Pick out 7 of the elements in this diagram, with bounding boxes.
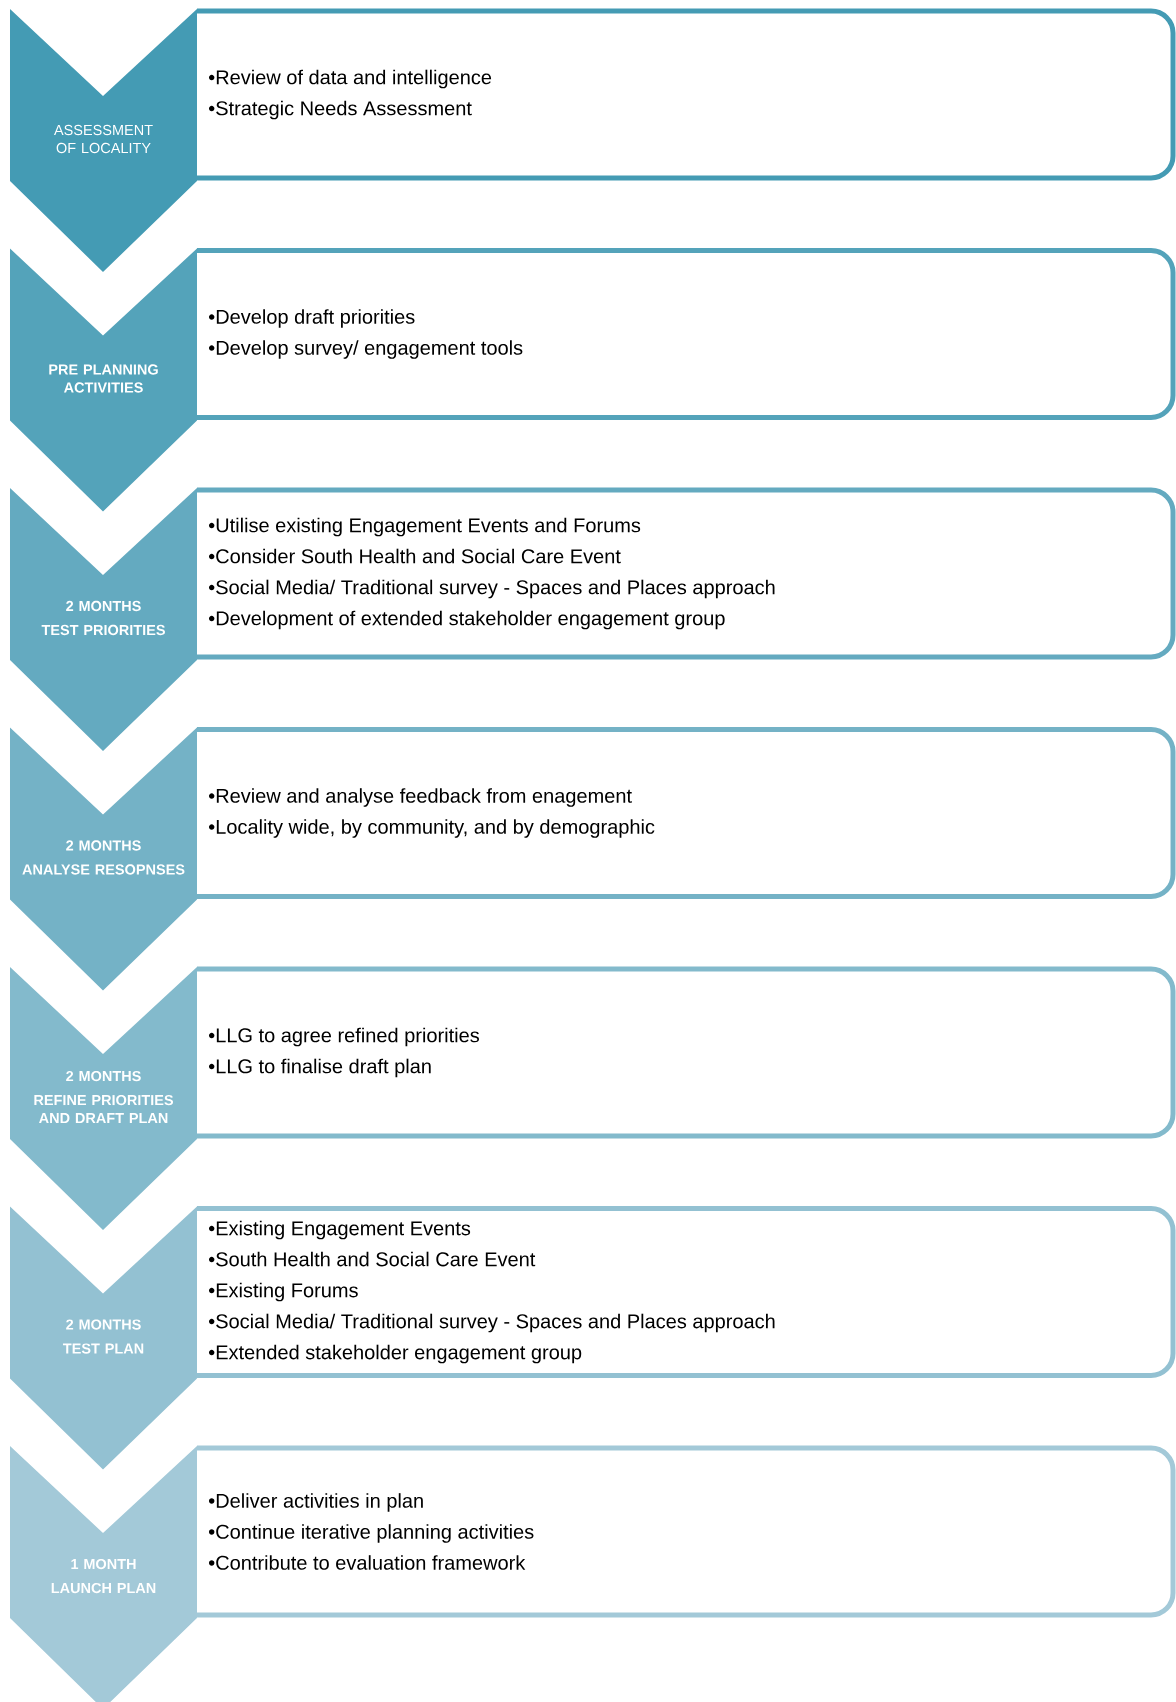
step-box: •Review of data and intelligence •Strategic Needs Assessment (197, 8, 1176, 181)
step-box: •Existing Engagement Events •South Health and Social Care Event •Existing Forums •Social Media/ Traditional survey - Spaces and Places approach •Extended stakeholder engagement group (197, 1206, 1176, 1378)
step-box: •Develop draft priorities •Develop survey/ engagement tools (197, 248, 1176, 420)
step-box: •Utilise existing Engagement Events and Forums •Consider South Health and Social Care Event •Social Media/ Traditional survey - Spaces and Places approach •Development of extended stakeholder engagement group (197, 487, 1176, 660)
step-box: •Review and analyse feedback from enagement •Locality wide, by community, and by demographic (197, 727, 1176, 899)
step-box: •LLG to agree refined priorities •LLG to finalise draft plan (197, 966, 1176, 1139)
step-box: •Deliver activities in plan •Continue iterative planning activities •Contribute to evaluation framework (197, 1445, 1176, 1618)
